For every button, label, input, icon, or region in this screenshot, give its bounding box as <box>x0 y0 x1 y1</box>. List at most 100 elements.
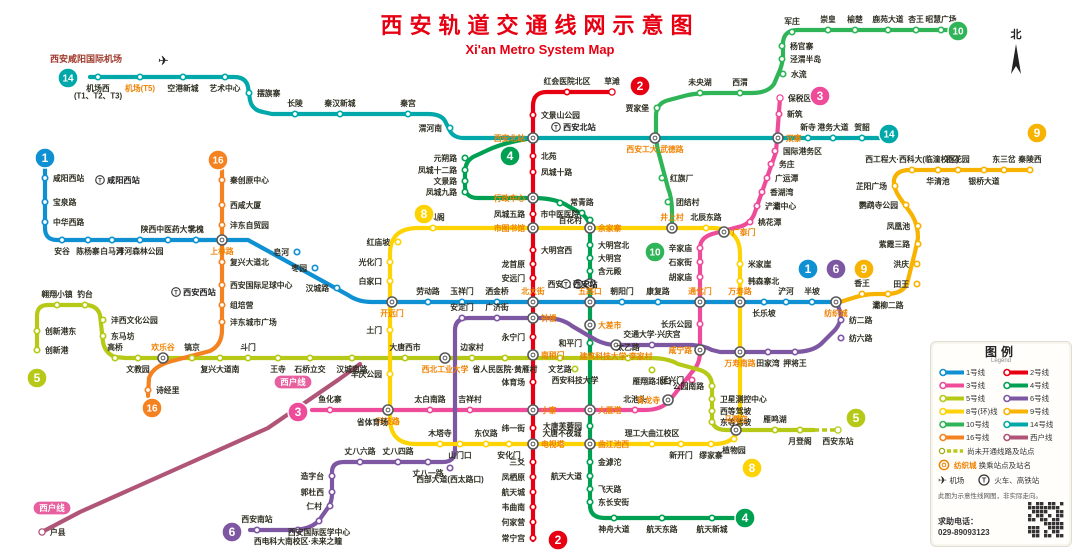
station-label: 科技路 <box>376 416 400 426</box>
station-dot <box>858 290 866 298</box>
station-dot <box>586 241 594 249</box>
station-dot <box>584 278 596 290</box>
station-dot <box>586 422 594 430</box>
station-label: 翱翔小镇 <box>41 289 72 299</box>
station-dot <box>746 218 754 226</box>
station-label: 钓台 <box>77 289 93 299</box>
station-label: 凤城十路 <box>541 167 572 177</box>
legend-item-label: 1号线 <box>966 368 986 377</box>
station-label: 北池头 <box>623 394 647 404</box>
legend-line-swatch <box>1003 394 1028 403</box>
station-label: 丰庆公园 <box>351 369 382 379</box>
station-dot <box>584 404 596 416</box>
station-label: 开远门 <box>380 308 404 318</box>
line-badge-5: 5 <box>26 367 48 389</box>
station-dot <box>858 134 866 142</box>
station-label: 华清池 <box>926 176 950 186</box>
station-label: 通化门 <box>688 286 712 296</box>
station-dot <box>631 406 639 414</box>
train-station-icon: T <box>978 474 990 486</box>
station-label: 纺六路 <box>849 333 873 343</box>
station-label: 长乐公园 <box>661 319 692 329</box>
station-label: 延兴门 <box>660 375 685 385</box>
station-label: 钟楼 <box>541 313 557 323</box>
station-label: 万寿南路 <box>723 358 755 368</box>
station-dot <box>529 260 537 268</box>
station-label: 光化门 <box>358 257 383 267</box>
station-label: 西安国际足球中心 <box>230 280 293 290</box>
station-label: 和平门 <box>558 338 583 348</box>
station-label: 沣河森林公园 <box>117 246 164 256</box>
station-label: 大明宫北 <box>598 240 629 250</box>
line-badge-西户线: 西户线 <box>32 500 72 516</box>
station-label: 大唐芙蓉园 <box>543 421 582 431</box>
station-dot <box>218 201 226 209</box>
station-label: 大明宫西 <box>541 245 572 255</box>
station-label: 港务大道 <box>817 122 848 132</box>
station-dot <box>33 346 41 354</box>
station-dot <box>404 110 412 118</box>
station-dot <box>58 236 66 244</box>
station-label: 龙首原 <box>501 259 526 269</box>
station-label: 空港新城 <box>167 83 198 93</box>
station-label: 小寨 <box>540 405 557 415</box>
station-label: 月登阁 <box>787 436 812 446</box>
station-dot <box>586 339 594 347</box>
station-dot <box>736 277 744 285</box>
line-badge-8: 8 <box>741 457 763 479</box>
station-dot <box>694 344 706 356</box>
station-label: 大雁塔 <box>598 405 622 415</box>
station-dot <box>708 382 716 390</box>
station-dot <box>696 273 704 281</box>
station-label: 西安国际医学中心 <box>288 527 351 537</box>
station-label: 杏王 <box>908 14 924 24</box>
station-dot <box>584 296 596 308</box>
station-dot <box>461 166 469 174</box>
station-dot <box>556 199 564 207</box>
station-dot <box>386 258 394 266</box>
station-dot <box>707 440 715 448</box>
legend-line-swatch <box>1003 368 1028 377</box>
station-label: 康复路 <box>646 286 670 296</box>
station-label: 香王 <box>853 278 870 288</box>
station-dot <box>608 88 616 96</box>
station-dot <box>586 267 594 275</box>
station-dot <box>708 407 716 415</box>
station-dot <box>99 316 107 324</box>
floating-label-text: 西安西站 <box>183 287 217 297</box>
line-badge-5: 5 <box>845 407 867 429</box>
station-label: 公园南路 <box>673 381 704 391</box>
svg-text:北: 北 <box>1011 27 1022 41</box>
station-label: 昭慧广场 <box>925 14 956 24</box>
line-path-1 <box>42 165 843 305</box>
station-label: 何家营 <box>502 517 526 527</box>
station-label: 咸阳西站 <box>53 173 84 183</box>
station-label: 纬一街 <box>502 423 526 433</box>
station-label: 鹦鹉寺公园 <box>858 200 898 210</box>
station-label: 白马河 <box>100 246 124 256</box>
station-label: 大唐西市 <box>389 342 420 352</box>
station-label: 北槐 <box>188 224 204 234</box>
line-badge-10: 10 <box>947 20 969 42</box>
station-label: 辛家庙 <box>669 243 693 253</box>
line-badge-8: 8 <box>413 203 435 225</box>
station-dot <box>558 440 566 448</box>
station-label: 银桥大道 <box>967 176 999 186</box>
station-dot <box>527 132 539 144</box>
station-label: 东三岔 <box>992 154 1016 164</box>
station-label: 创新港东 <box>44 326 76 336</box>
legend-item-label: 14号线 <box>1030 420 1054 429</box>
station-dot <box>41 218 49 226</box>
station-label: 咸宁路 <box>669 345 693 355</box>
station-label: 市图书馆 <box>494 223 525 233</box>
station-dot <box>527 312 539 324</box>
station-label: 西部大道(西太路口) <box>416 474 484 484</box>
station-label: 团结村 <box>676 197 700 207</box>
station-label: 军庄 <box>784 16 800 26</box>
station-label: 雁鸣湖 <box>763 414 787 424</box>
station-label: 吉祥村 <box>458 394 482 404</box>
station-dot <box>245 89 253 97</box>
station-dot <box>884 26 892 34</box>
